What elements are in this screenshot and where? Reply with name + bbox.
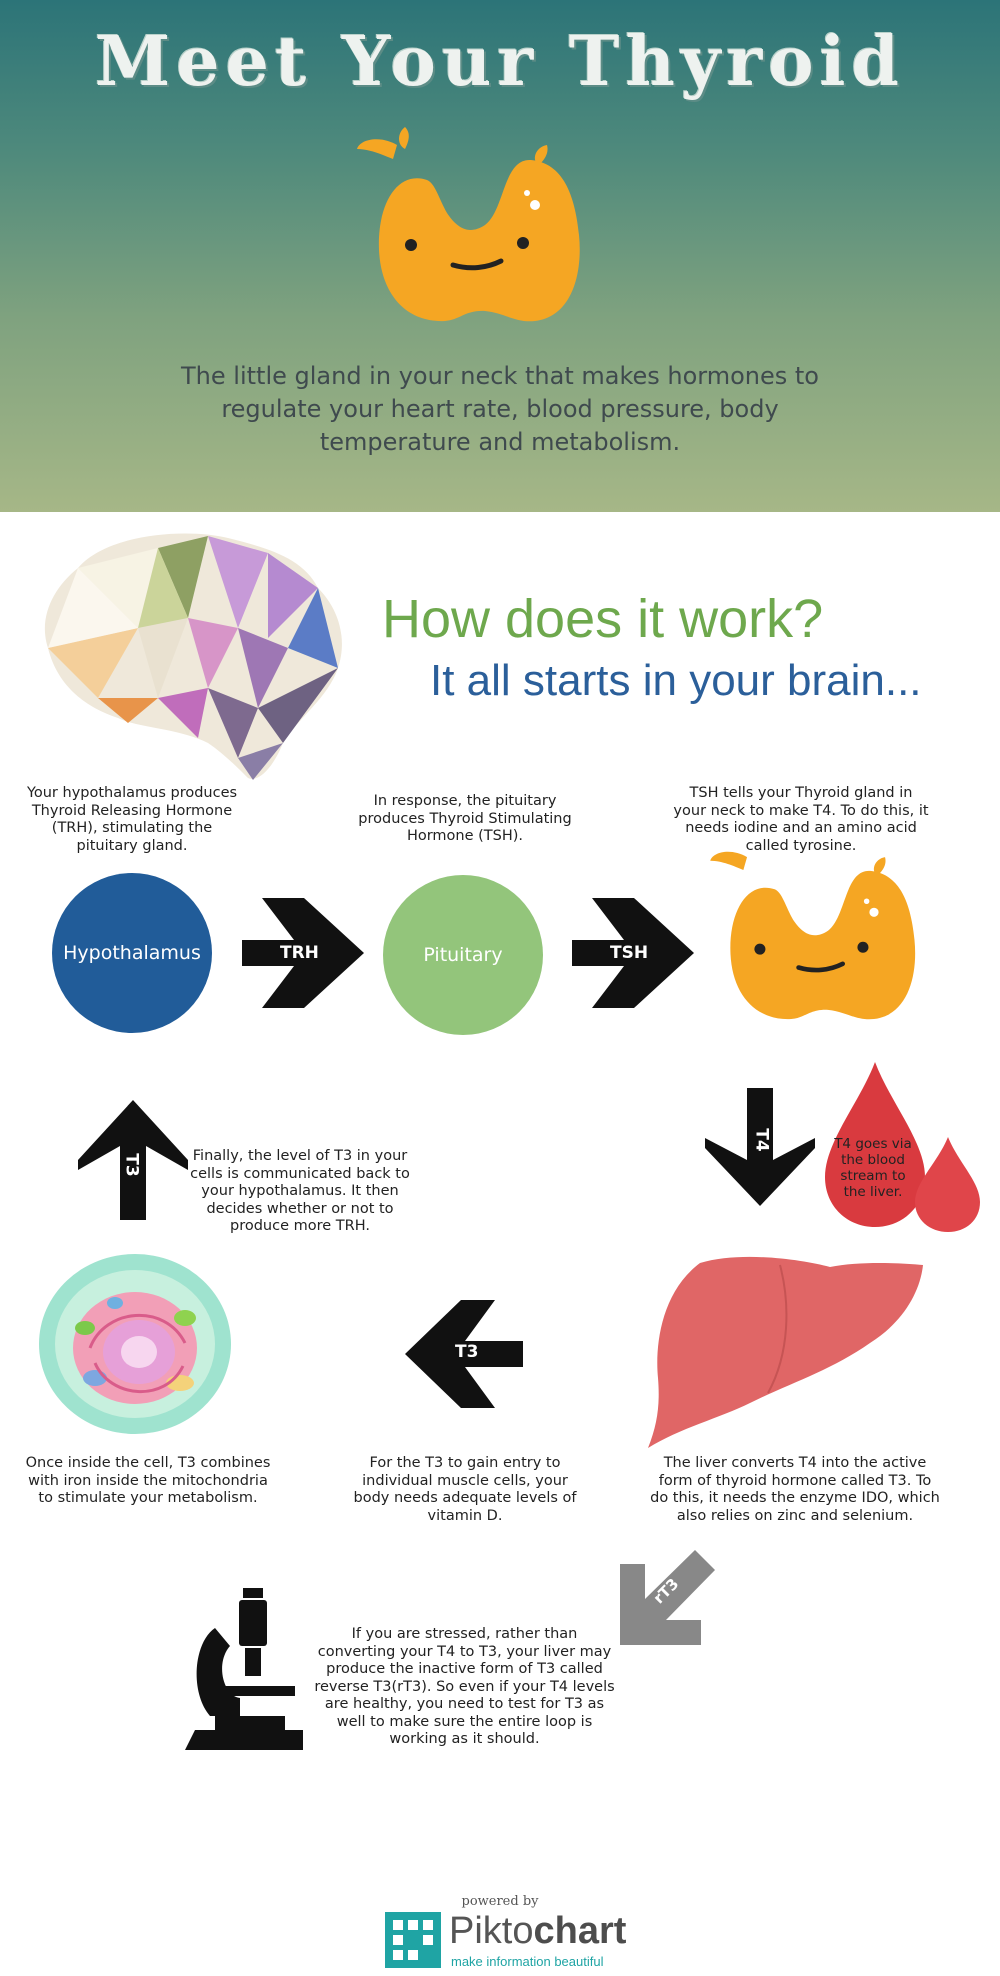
feedback-caption: Finally, the level of T3 in your cells i… bbox=[190, 1148, 410, 1234]
section-subheading: It all starts in your brain... bbox=[430, 656, 922, 705]
rt3-arrow-icon bbox=[620, 1550, 715, 1645]
t3-left-label: T3 bbox=[455, 1342, 479, 1362]
t4-label: T4 bbox=[751, 1128, 772, 1152]
microscope-icon bbox=[185, 1588, 303, 1750]
piktochart-logo[interactable]: Piktochart make information beautiful bbox=[385, 1910, 626, 1970]
liver-caption: The liver converts T4 into the active fo… bbox=[650, 1455, 940, 1524]
t4-down-arrow-icon bbox=[705, 1088, 815, 1206]
piktochart-tagline: make information beautiful bbox=[451, 1954, 604, 1969]
hypothalamus-caption: Your hypothalamus produces Thyroid Relea… bbox=[26, 785, 238, 854]
powered-by-text: powered by bbox=[461, 1894, 539, 1909]
pituitary-label: Pituitary bbox=[423, 944, 503, 966]
stress-caption: If you are stressed, rather than convert… bbox=[314, 1626, 615, 1747]
t3-left-arrow-icon bbox=[405, 1300, 523, 1408]
thyroid-gland-icon bbox=[710, 851, 916, 1020]
header-description: The little gland in your neck that makes… bbox=[181, 362, 819, 456]
tsh-label: TSH bbox=[610, 943, 649, 963]
header-banner: Meet Your Thyroid The little gland in yo… bbox=[0, 0, 1000, 512]
tsh-arrow-icon bbox=[572, 898, 694, 1008]
page-title: Meet Your Thyroid bbox=[95, 22, 905, 102]
pituitary-node: Pituitary bbox=[383, 875, 543, 1035]
cell-caption: Once inside the cell, T3 combines with i… bbox=[25, 1455, 271, 1506]
t3-up-arrow-icon bbox=[78, 1100, 188, 1220]
brand-light: Pikto bbox=[449, 1910, 534, 1952]
hypothalamus-node: Hypothalamus bbox=[52, 873, 212, 1033]
section-heading: How does it work? bbox=[382, 589, 824, 649]
blood-caption: T4 goes via the blood stream to the live… bbox=[834, 1136, 912, 1200]
thyroid-illustration bbox=[357, 127, 580, 322]
blood-drops-icon bbox=[825, 1062, 980, 1232]
cell-illustration bbox=[39, 1254, 231, 1434]
piktochart-logo-icon bbox=[385, 1912, 441, 1968]
pituitary-caption: In response, the pituitary produces Thyr… bbox=[358, 793, 572, 844]
trh-label: TRH bbox=[280, 943, 319, 963]
vitamin-d-caption: For the T3 to gain entry to individual m… bbox=[353, 1455, 577, 1524]
t3-up-label: T3 bbox=[121, 1153, 142, 1177]
thyroid-caption: TSH tells your Thyroid gland in your nec… bbox=[673, 785, 929, 854]
hypothalamus-label: Hypothalamus bbox=[63, 942, 201, 964]
liver-illustration bbox=[648, 1256, 923, 1448]
trh-arrow-icon bbox=[242, 898, 364, 1008]
brain-illustration bbox=[44, 533, 342, 780]
brand-bold: chart bbox=[533, 1910, 627, 1952]
piktochart-brand-name: Piktochart bbox=[449, 1910, 626, 1953]
